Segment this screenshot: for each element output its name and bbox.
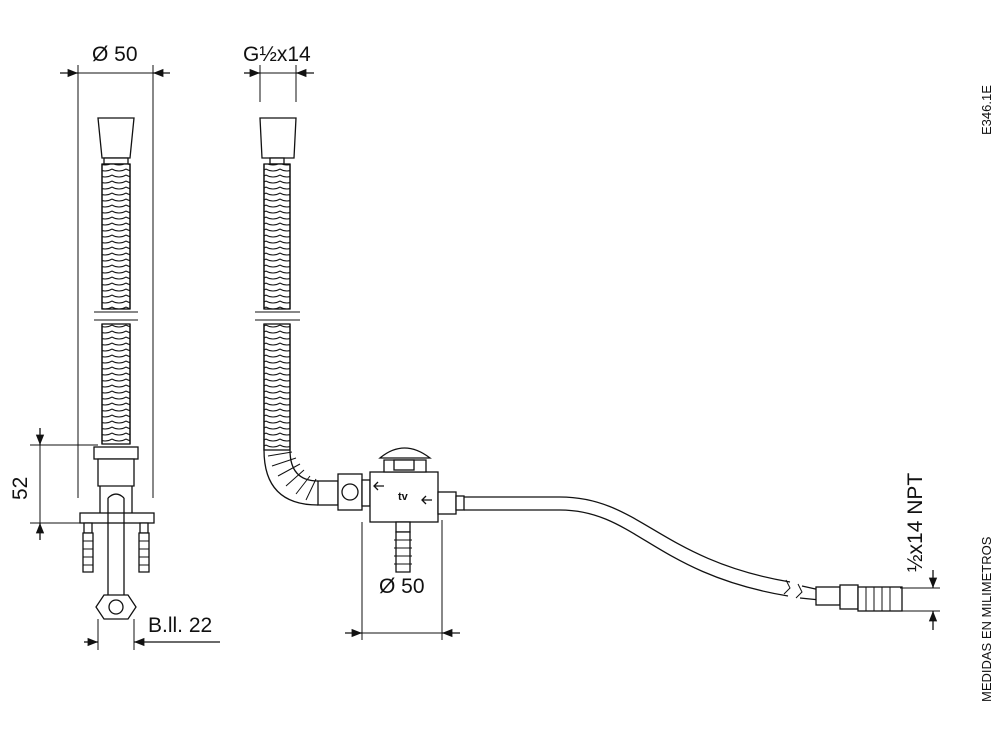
thread-top-label: G½x14 xyxy=(243,43,311,66)
dia-top-label: Ø 50 xyxy=(92,43,138,66)
side-view xyxy=(30,65,220,650)
front-view: tv xyxy=(244,65,940,640)
height-52-label: 52 xyxy=(9,476,32,500)
bll-label: B.ll. 22 xyxy=(148,614,213,637)
dia-bottom-label: Ø 50 xyxy=(379,575,425,598)
npt-label: ½x14 NPT xyxy=(904,472,927,572)
units-note-label: MEDIDAS EN MILIMETROS xyxy=(979,536,994,702)
ref-code-label: E346.1E xyxy=(979,85,994,135)
svg-text:tv: tv xyxy=(398,491,409,503)
